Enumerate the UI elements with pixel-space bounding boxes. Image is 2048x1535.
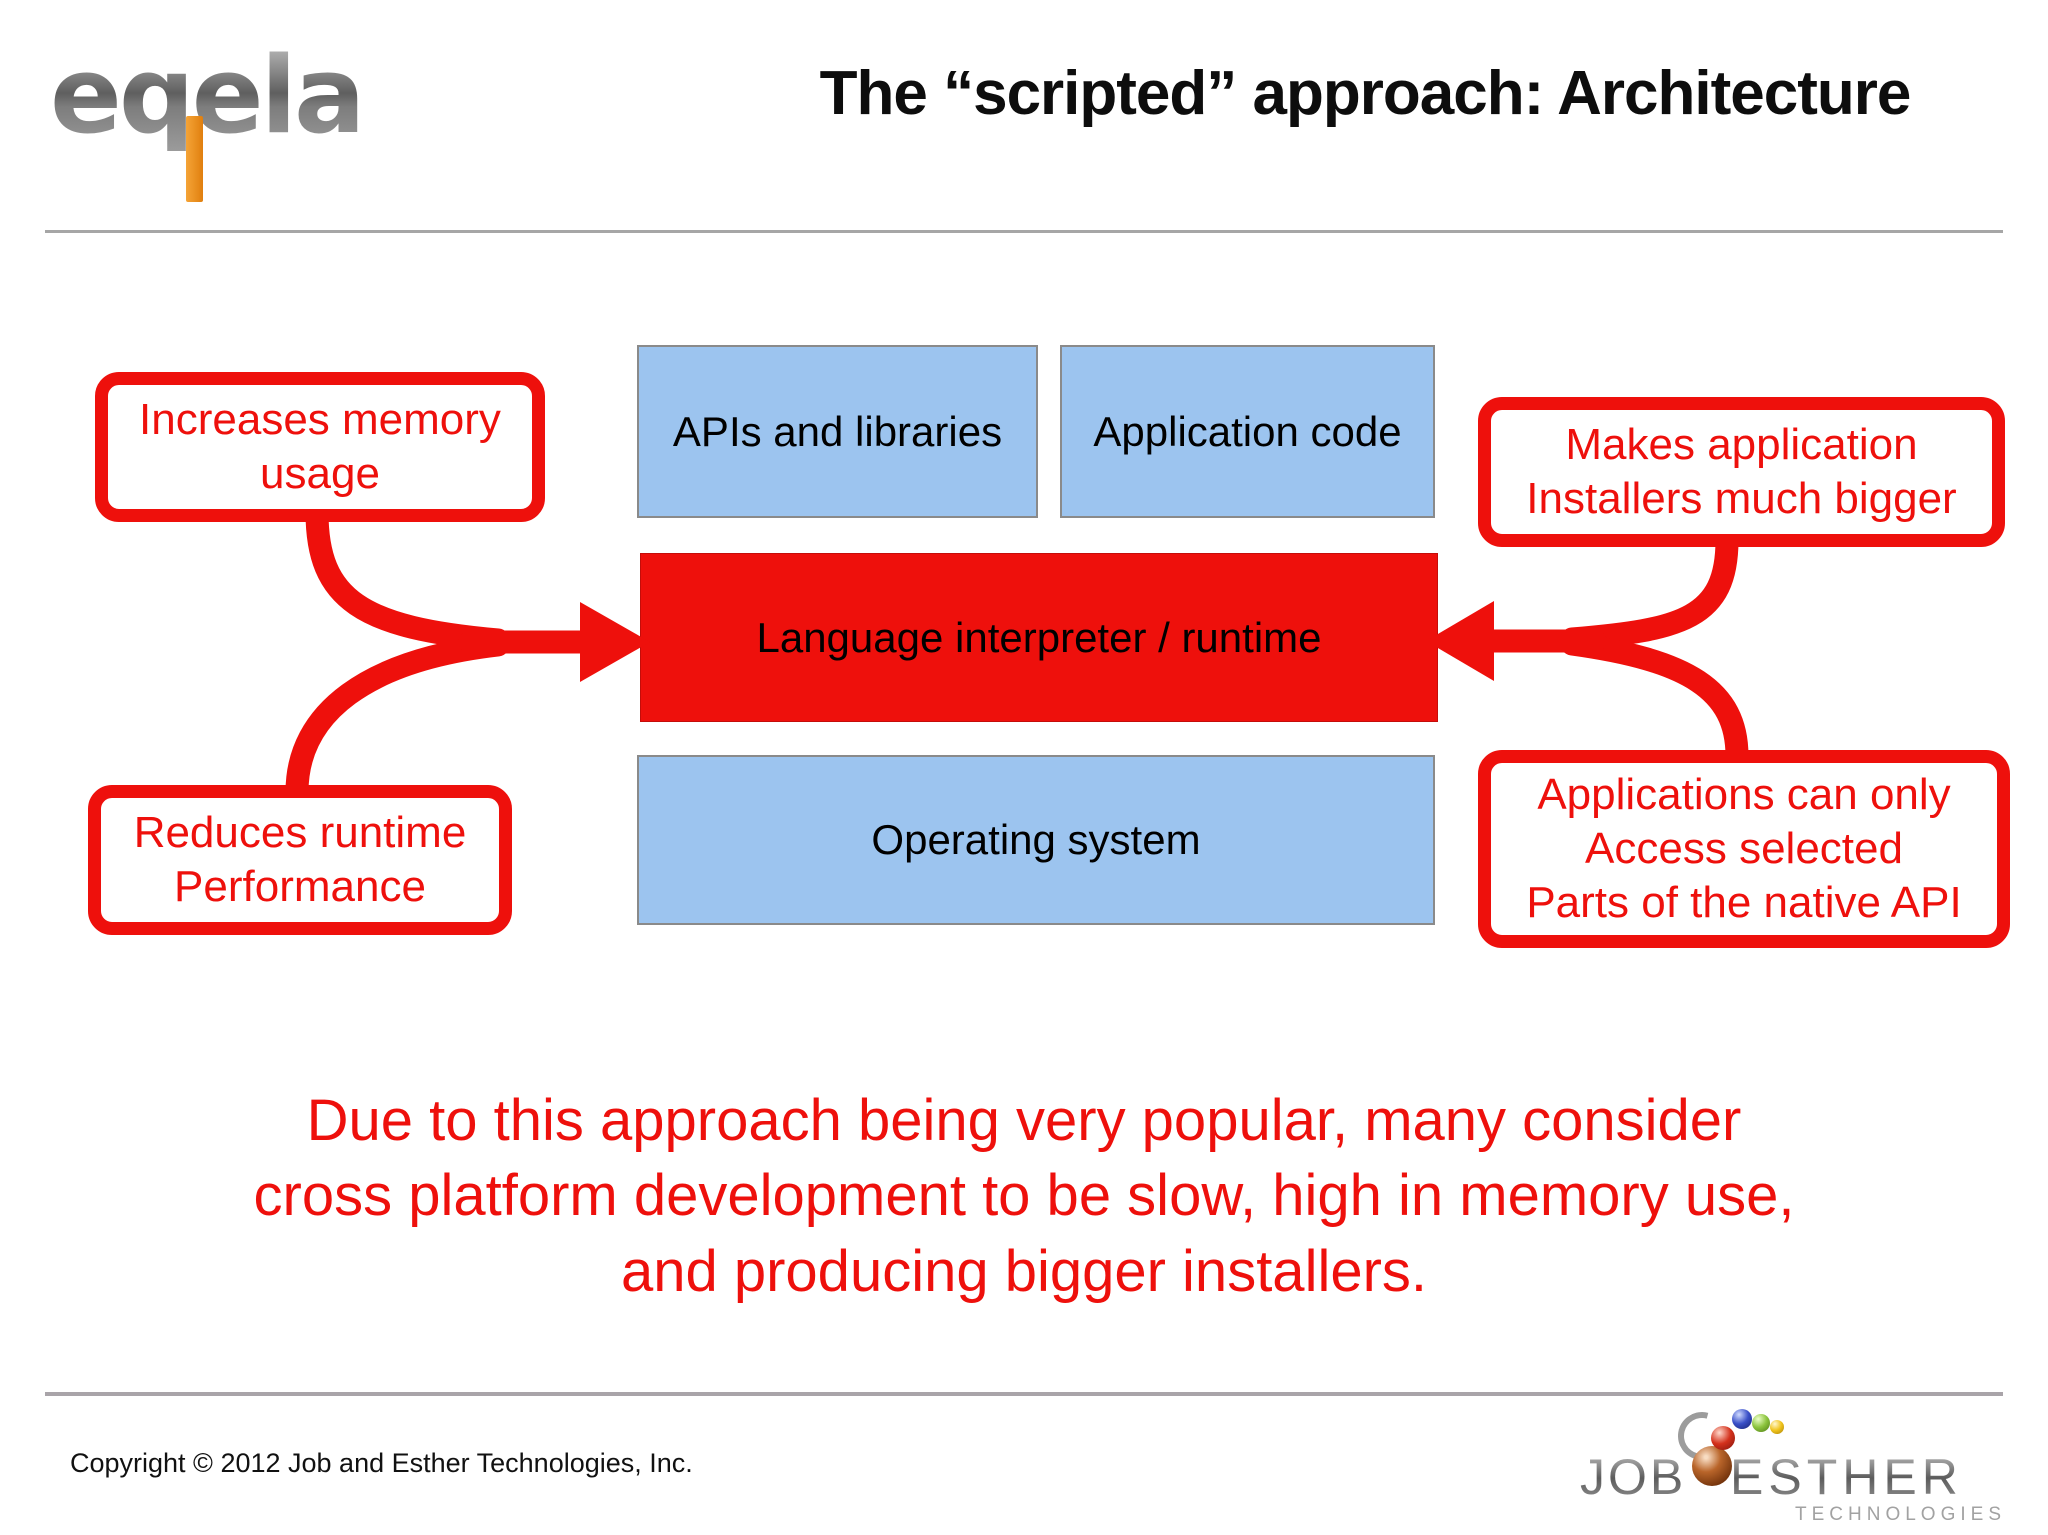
footer-divider [45, 1392, 2003, 1396]
logo-sphere-yellow [1770, 1420, 1784, 1434]
callout-native-api-access: Applications can only Access selected Pa… [1478, 750, 2010, 948]
left-arrow-top-curve [305, 500, 510, 652]
callout-installers-bigger: Makes application Installers much bigger [1478, 397, 2005, 547]
layer-apis-libraries: APIs and libraries [637, 345, 1038, 518]
right-merge-arrow [1426, 528, 1749, 768]
callout-line: Access selected [1585, 824, 1903, 874]
logo-sphere-blue [1732, 1409, 1752, 1429]
callout-line: Parts of the native API [1526, 877, 1962, 927]
copyright-text: Copyright © 2012 Job and Esther Technolo… [70, 1448, 693, 1478]
callout-line: Makes application [1565, 420, 1918, 470]
callout-line: Performance [174, 862, 426, 911]
callout-line: Reduces runtime [133, 808, 467, 858]
callout-line: Increases memory [139, 395, 501, 445]
jobesther-logo-esther: ESTHER [1730, 1449, 1963, 1505]
right-arrow-top-curve [1560, 528, 1739, 651]
callout-increases-memory: Increases memory usage [95, 372, 545, 522]
callout-line: Applications can only [1537, 770, 1951, 820]
eqela-logo-orange-bar [186, 116, 203, 202]
right-arrow-bottom-curve [1560, 632, 1749, 768]
eqela-logo: eqela [50, 40, 430, 210]
conclusion-line: cross platform development to be slow, h… [253, 1163, 1795, 1229]
layer-language-interpreter: Language interpreter / runtime [640, 553, 1438, 722]
jobesther-logo-job: JOB [1580, 1449, 1687, 1505]
logo-sphere-brown [1692, 1446, 1732, 1486]
conclusion-text: Due to this approach being very popular,… [0, 1083, 2048, 1309]
jobesther-logo-technologies: TECHNOLOGIES [1795, 1504, 2006, 1525]
left-merge-arrow [285, 500, 650, 804]
logo-sphere-red [1711, 1426, 1735, 1450]
logo-sphere-green [1752, 1414, 1770, 1432]
eqela-logo-text: eqela [50, 34, 366, 157]
header-divider [45, 230, 2003, 233]
jobesther-logo: JOB ESTHER TECHNOLOGIES [1580, 1400, 2008, 1530]
conclusion-line: and producing bigger installers. [620, 1238, 1428, 1304]
conclusion-line: Due to this approach being very popular,… [306, 1088, 1742, 1153]
callout-line: Installers much bigger [1526, 474, 1957, 523]
callout-line: usage [260, 449, 380, 498]
layer-application-code: Application code [1060, 345, 1435, 518]
page-title: The “scripted” approach: Architecture [819, 59, 1912, 128]
layer-operating-system: Operating system [637, 755, 1435, 925]
callout-reduces-performance: Reduces runtime Performance [88, 785, 512, 935]
left-arrow-bottom-curve [285, 633, 510, 804]
